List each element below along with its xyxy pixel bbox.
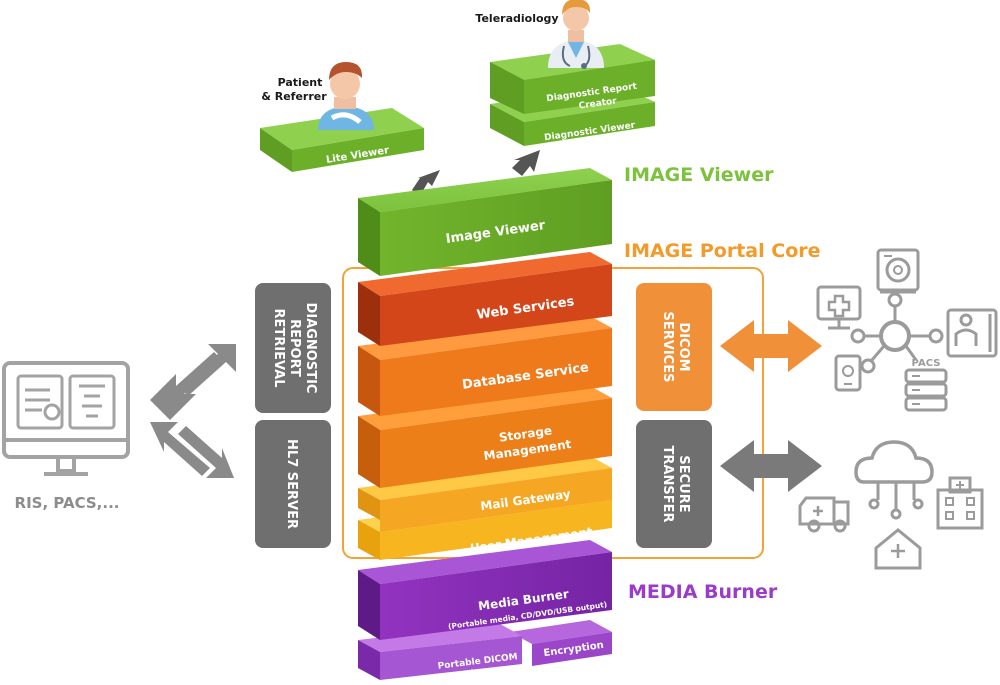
image-viewer-header: IMAGE Viewer	[624, 164, 774, 186]
arrow-icon	[412, 150, 540, 196]
secure-line-1: SECURE	[676, 455, 691, 512]
portable-dicom-viewer-block: Portable DICOM viewer	[358, 624, 522, 680]
patient-icon	[318, 62, 374, 130]
image-viewer-block: Image Viewer	[358, 168, 612, 276]
media-burner-block: Media Burner (Portable media, CD/DVD/USB…	[358, 540, 612, 640]
hospital-icon	[936, 476, 984, 530]
computer-icon	[2, 361, 130, 476]
dicom-services-box	[636, 283, 712, 411]
cloud-network-icon	[854, 440, 934, 520]
ris-pacs-label: RIS, PACS,...	[15, 494, 120, 512]
monitor-icon	[816, 285, 862, 330]
arrow-icon	[720, 320, 822, 492]
dicom-line-1: DICOM	[676, 322, 691, 371]
scanner-icon	[876, 248, 920, 294]
pacs-label: PACS	[912, 358, 941, 369]
database-service-block: Database Service	[358, 316, 612, 416]
secure-transfer-box	[636, 420, 712, 548]
secure-line-2: TRANSFER	[660, 446, 675, 523]
drr-line-3: RETRIEVAL	[271, 308, 286, 387]
hl7-server-label: HL7 SERVER	[284, 439, 299, 529]
web-services-block: Web Services	[358, 252, 612, 346]
hub-icon	[850, 292, 944, 374]
portal-core-header: IMAGE Portal Core	[624, 240, 821, 262]
ambulance-icon	[798, 496, 850, 533]
hl7-server-box	[255, 420, 331, 548]
storage-management-block: Storage Management	[358, 386, 612, 488]
arrow-icon	[150, 344, 236, 478]
diagnostic-report-retrieval-box	[255, 283, 331, 413]
house-icon	[874, 528, 922, 570]
teleradiology-label: Teleradiology	[475, 12, 558, 25]
drr-line-1: DIAGNOSTIC	[303, 303, 318, 394]
dicom-line-2: SERVICES	[660, 312, 675, 383]
xray-person-icon	[946, 308, 998, 358]
doctor-icon	[548, 0, 604, 69]
media-burner-header: MEDIA Burner	[628, 581, 778, 603]
encryption-block: Encryption	[510, 620, 612, 666]
drr-line-2: REPORT	[287, 319, 302, 377]
patient-label-2: & Referrer	[261, 90, 327, 103]
patient-label-1: Patient	[278, 76, 323, 89]
tablet-icon	[834, 354, 862, 392]
pacs-server-icon	[904, 368, 948, 412]
portable-line-2: viewer	[464, 666, 499, 680]
